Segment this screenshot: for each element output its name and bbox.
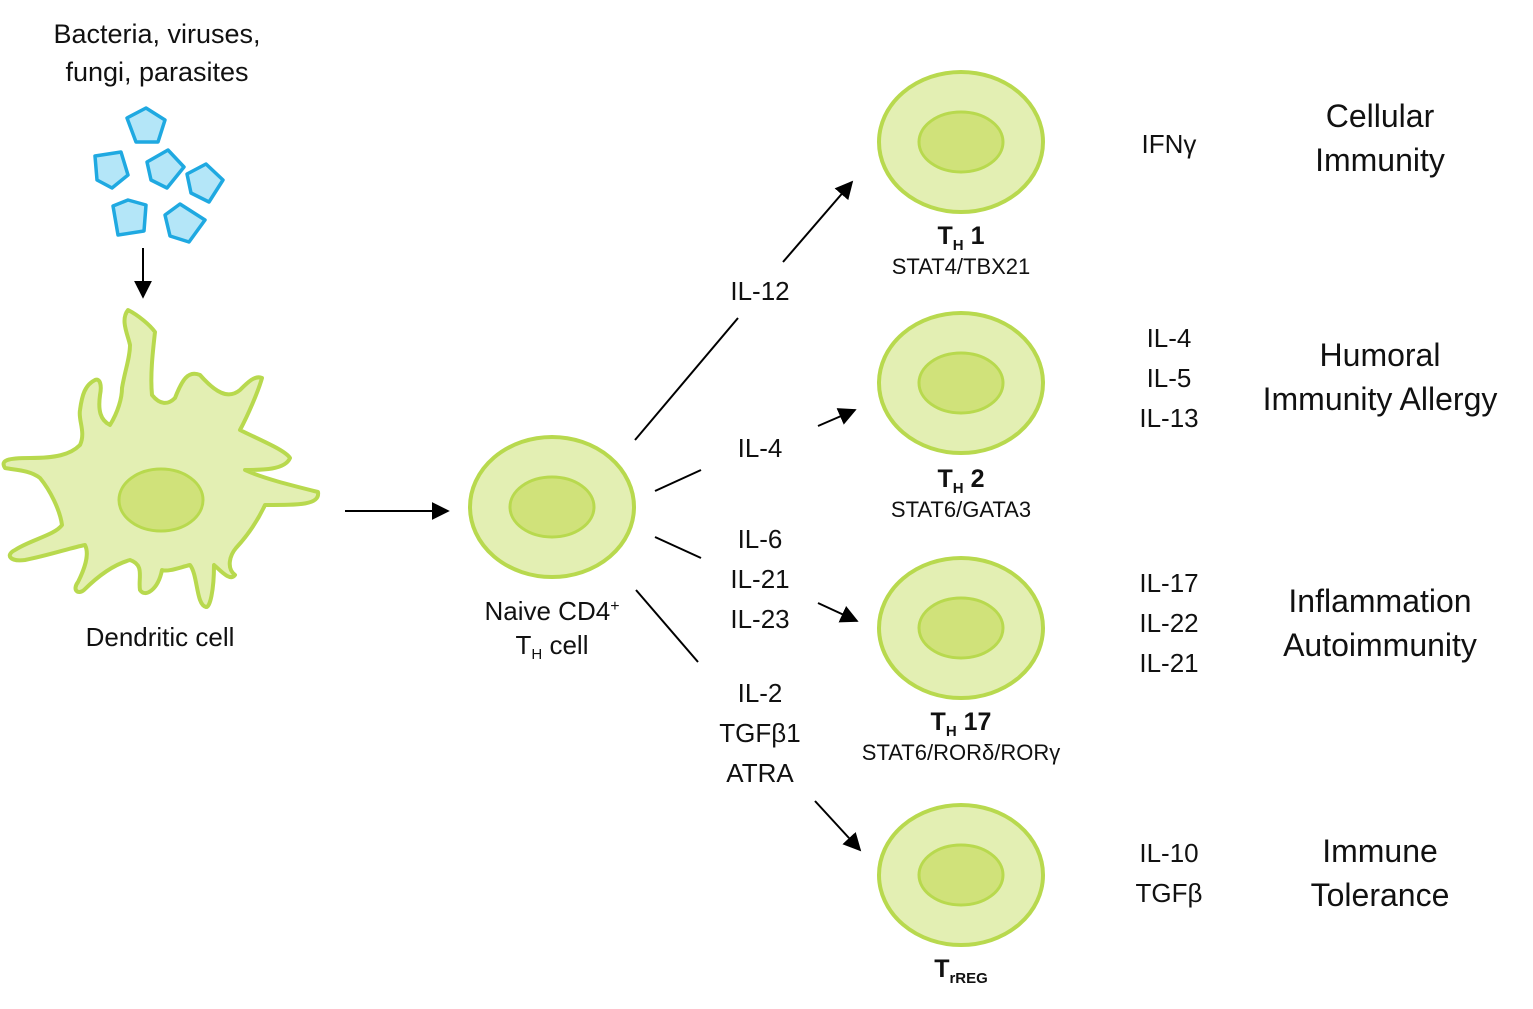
dendritic-cell-body [1, 308, 321, 609]
cytokine-label: TGFβ [1135, 878, 1203, 908]
cytokine-label: IL-10 [1139, 838, 1199, 868]
pathogen-shape [125, 106, 167, 144]
th17-cell-nucleus [917, 596, 1005, 660]
outcome-line: Inflammation [1288, 583, 1472, 619]
treg-output-cytokines: IL-10 TGFβ [1136, 833, 1203, 913]
transcription-factor: STAT6/GATA3 [890, 497, 1032, 522]
branch-arrow-treg [814, 800, 862, 852]
cytokines-th17: IL-6 IL-21 IL-23 [730, 519, 789, 639]
th2-output-cytokines: IL-4 IL-5 IL-13 [1139, 318, 1198, 438]
pathogen-shape [185, 162, 225, 204]
cytokine-label: IL-22 [1139, 608, 1199, 638]
transcription-factor: STAT6/RORδ/RORγ [861, 740, 1061, 765]
outcome-line: Autoimmunity [1283, 627, 1477, 663]
pathogen-shape [111, 198, 148, 237]
naive-cell-nucleus [508, 475, 596, 539]
source-label-line: fungi, parasites [65, 57, 249, 87]
th17-cell [877, 556, 1045, 700]
treg-outcome: Immune Tolerance [1311, 829, 1450, 917]
dendritic-cell-label: Dendritic cell [85, 622, 235, 652]
branch-line-treg [635, 589, 699, 663]
treg-cell [877, 803, 1045, 947]
naive-label-line1: Naive CD4 [484, 596, 611, 626]
outcome-line: Immunity Allergy [1262, 381, 1498, 417]
naive-label-rest: cell [542, 630, 589, 660]
naive-label-t: T [515, 630, 532, 660]
branch-arrow-th17 [817, 602, 859, 623]
treg-label: TrREG [934, 955, 988, 987]
cytokines-th2: IL-4 [738, 428, 783, 468]
source-label: Bacteria, viruses, fungi, parasites [53, 15, 260, 91]
pathogen-shape [163, 202, 207, 244]
cytokine-label: IFNγ [1141, 129, 1197, 159]
th1-label: TH 1 STAT4/TBX21 [892, 222, 1031, 280]
cytokines-treg: IL-2 TGFβ1 ATRA [719, 673, 800, 793]
outcome-line: Humoral [1319, 337, 1441, 373]
th17-output-cytokines: IL-17 IL-22 IL-21 [1139, 563, 1198, 683]
cytokine-label: IL-23 [730, 604, 790, 634]
th1-output-cytokines: IFNγ [1142, 124, 1197, 164]
cytokine-label: IL-2 [737, 678, 783, 708]
cytokine-label: IL-21 [1139, 648, 1199, 678]
subset-name: TH 2 [937, 465, 985, 497]
outcome-line: Immunity [1315, 142, 1445, 178]
cytokine-label: ATRA [726, 758, 794, 788]
cytokine-label: IL-13 [1139, 403, 1199, 433]
branch-line-th17 [654, 536, 702, 559]
cytokine-label: IL-6 [737, 524, 783, 554]
transcription-factor: STAT4/TBX21 [891, 254, 1031, 279]
subset-name: TH 1 [937, 222, 985, 254]
cytokine-label: IL-4 [1146, 323, 1192, 353]
th17-label: TH 17 STAT6/RORδ/RORγ [862, 708, 1060, 766]
subset-name: TrREG [934, 955, 988, 987]
th2-cell-nucleus [917, 351, 1005, 415]
naive-label-sub: H [531, 646, 543, 663]
th1-cell [877, 70, 1045, 214]
cytokine-label: IL-17 [1139, 568, 1199, 598]
outcome-line: Tolerance [1310, 877, 1450, 913]
cytokine-label: IL-4 [737, 433, 783, 463]
th2-cell [877, 311, 1045, 455]
branch-arrow-th2 [817, 408, 857, 427]
cytokine-label: IL-5 [1146, 363, 1192, 393]
subset-name: TH 17 [930, 708, 992, 740]
th1-outcome: Cellular Immunity [1315, 94, 1445, 182]
treg-cell-nucleus [917, 843, 1005, 907]
cytokine-label: TGFβ1 [719, 718, 801, 748]
naive-cell-label: Naive CD4+ TH cell [484, 590, 619, 672]
th2-label: TH 2 STAT6/GATA3 [891, 465, 1031, 523]
th17-outcome: Inflammation Autoimmunity [1283, 579, 1477, 667]
cytokine-label: IL-12 [730, 276, 790, 306]
branch-arrow-th1 [782, 180, 854, 263]
cytokines-th1: IL-12 [730, 271, 789, 311]
branch-line-th2 [654, 469, 702, 492]
outcome-line: Cellular [1325, 98, 1435, 134]
pathogen-shape [145, 148, 186, 190]
dendritic-cell-nucleus [117, 467, 205, 533]
th2-outcome: Humoral Immunity Allergy [1263, 333, 1498, 421]
pathogen-group [93, 106, 225, 244]
source-label-line: Bacteria, viruses, [53, 19, 261, 49]
naive-label-sup: + [610, 598, 620, 615]
th1-cell-nucleus [917, 110, 1005, 174]
pathogen-shape [93, 150, 130, 190]
outcome-line: Immune [1322, 833, 1438, 869]
branch-line-th1 [634, 317, 739, 441]
cytokine-label: IL-21 [730, 564, 790, 594]
